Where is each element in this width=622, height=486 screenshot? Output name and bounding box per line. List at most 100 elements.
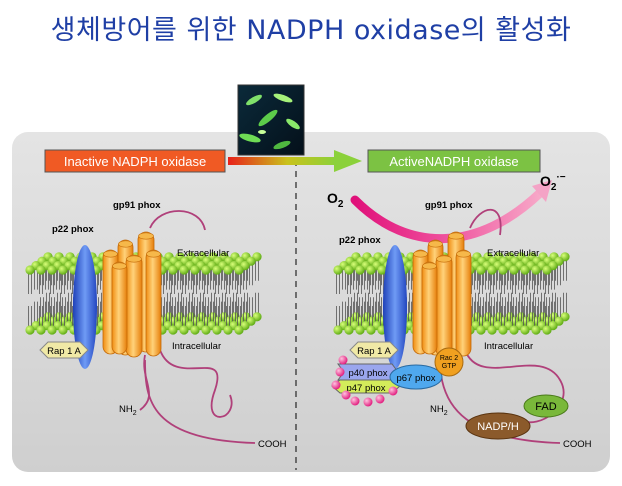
phosphate-dot — [388, 386, 398, 396]
lipid-head — [212, 325, 222, 335]
lipid-head — [212, 265, 222, 275]
lipid-head — [498, 325, 508, 335]
helix-cap — [138, 232, 154, 240]
gp91-label: gp91 phox — [113, 200, 161, 211]
diagram-panel — [12, 132, 610, 472]
rap1a-label: Rap 1 A — [47, 346, 81, 357]
extracellular-label: Extracellular — [177, 248, 229, 259]
lipid-head — [520, 265, 530, 275]
phosphate-dot — [331, 380, 341, 390]
phosphate-dot — [341, 390, 351, 400]
lipid-head — [201, 265, 211, 275]
p67-phox-protein — [389, 364, 443, 390]
helix-cap — [456, 250, 471, 258]
gp91-label: gp91 phox — [425, 200, 473, 211]
lipid-head — [520, 325, 530, 335]
lipid-head — [47, 325, 57, 335]
lipid-head — [509, 325, 519, 335]
lipid-head — [223, 325, 233, 335]
transmembrane-helix — [145, 249, 162, 357]
lipid-head — [542, 325, 552, 335]
lipid-head — [190, 265, 200, 275]
p22-phox-protein — [383, 245, 407, 369]
fad-label: FAD — [535, 401, 556, 413]
transmembrane-helix — [435, 254, 453, 358]
bacteria-photo — [237, 84, 305, 156]
phosphate-dot — [350, 396, 360, 406]
fad-cofactor — [523, 394, 569, 418]
nh2-label: NH2 — [430, 404, 448, 417]
intracellular-loop — [464, 349, 565, 423]
helix-cap — [422, 262, 437, 270]
lipid-head — [190, 325, 200, 335]
lipid-head — [476, 265, 486, 275]
rap1a-protein — [39, 341, 89, 359]
lipid-head — [366, 265, 376, 275]
active-banner-label: ActiveNADPH oxidase — [389, 154, 518, 169]
activation-arrow — [228, 150, 362, 172]
lipid-head — [377, 265, 387, 275]
helix-cap — [118, 240, 133, 248]
inactive-banner: Inactive NADPH oxidase — [44, 149, 226, 173]
rac2-gtp-protein — [434, 347, 464, 377]
n-terminal-chain — [139, 354, 150, 411]
phosphate-dot — [363, 397, 373, 407]
transmembrane-helix — [111, 261, 128, 355]
p47-label: p47 phox — [346, 383, 385, 394]
helix-cap — [126, 255, 142, 263]
active-complex: O2 O2·− Rap 1 A p40 phox p47 phox p67 ph… — [327, 172, 592, 450]
extracellular-loop — [469, 208, 502, 236]
nadph-label: NADP/H — [477, 421, 519, 433]
rap1a-label: Rap 1 A — [357, 346, 391, 357]
page-title: 생체방어를 위한 NADPH oxidase의 활성화 — [50, 15, 572, 46]
helix-cap — [103, 250, 118, 258]
lipid-head — [223, 265, 233, 275]
extracellular-label: Extracellular — [487, 248, 539, 259]
lipid-head — [234, 265, 244, 275]
lipid-head — [498, 265, 508, 275]
lipid-head — [531, 265, 541, 275]
p22-phox-protein — [73, 245, 97, 369]
cooh-label: COOH — [258, 439, 287, 450]
inactive-banner-label: Inactive NADPH oxidase — [64, 154, 206, 169]
lipid-head — [542, 265, 552, 275]
lipid-head — [344, 265, 354, 275]
helix-cap — [146, 250, 161, 258]
p40-label: p40 phox — [348, 368, 387, 379]
superoxide-label: O2·− — [540, 172, 566, 193]
lipid-head — [355, 265, 365, 275]
rap1a-protein — [349, 341, 399, 359]
gp91-helices — [412, 231, 472, 358]
rac2-label: Rac 2 — [440, 355, 458, 362]
transmembrane-helix — [421, 261, 438, 355]
helix-cap — [413, 250, 428, 258]
electron-transfer-arrowhead — [532, 180, 552, 202]
lipid-head — [487, 265, 497, 275]
lipid-head — [201, 325, 211, 335]
lipid-head — [234, 325, 244, 335]
gp91-helices — [102, 231, 162, 358]
phosphorylation-sites — [331, 355, 398, 407]
lipid-head — [36, 265, 46, 275]
p22-label: p22 phox — [52, 224, 94, 235]
transmembrane-helix — [455, 249, 472, 357]
phosphate-dot — [335, 367, 345, 377]
intracellular-label: Intracellular — [172, 341, 221, 352]
lipid-head — [168, 325, 178, 335]
lipid-head — [531, 325, 541, 335]
membrane-left — [25, 252, 262, 335]
lipid-head — [36, 325, 46, 335]
electron-transfer-arrow — [350, 188, 545, 243]
nh2-label: NH2 — [119, 404, 137, 417]
helix-cap — [448, 232, 464, 240]
lipid-head — [58, 265, 68, 275]
extracellular-loop — [149, 210, 206, 231]
cooh-label: COOH — [563, 439, 592, 450]
lipid-head — [476, 325, 486, 335]
inactive-complex: Rap 1 A gp91 phox p22 phox Extracellular… — [39, 200, 287, 450]
helix-cap — [112, 262, 127, 270]
gtp-label: GTP — [442, 363, 457, 370]
transmembrane-helix — [125, 254, 143, 358]
lipid-head — [355, 325, 365, 335]
